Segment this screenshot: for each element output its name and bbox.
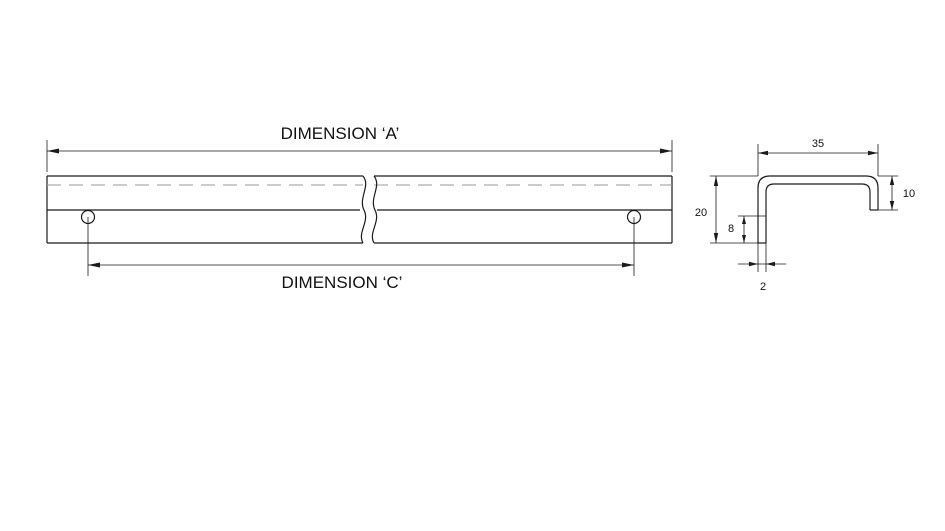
profile-outer-edge [757,175,879,243]
break-line-right [371,175,378,244]
dimension-c-arrow-right [622,262,634,268]
dimension-c: DIMENSION ‘C’ [87,217,635,292]
dimension-a: DIMENSION ‘A’ [46,124,673,172]
profile-height-label: 20 [695,207,707,219]
dimension-c-arrow-left [88,262,100,268]
dimension-a-label: DIMENSION ‘A’ [281,124,400,143]
profile-return-label: 10 [903,188,915,200]
bar-left-segment [46,175,367,244]
dimension-a-arrow-right [660,148,672,154]
profile-inner-edge [765,183,871,243]
profile-width-label: 35 [812,138,824,150]
profile-lower-label: 8 [728,223,734,235]
dimension-c-label: DIMENSION ‘C’ [282,273,403,292]
dimension-a-arrow-left [47,148,59,154]
break-line-left [360,175,367,244]
bar-right-segment [371,175,673,244]
profile-thickness-label: 2 [760,281,766,293]
profile-section: 35 20 8 10 2 [695,138,915,293]
